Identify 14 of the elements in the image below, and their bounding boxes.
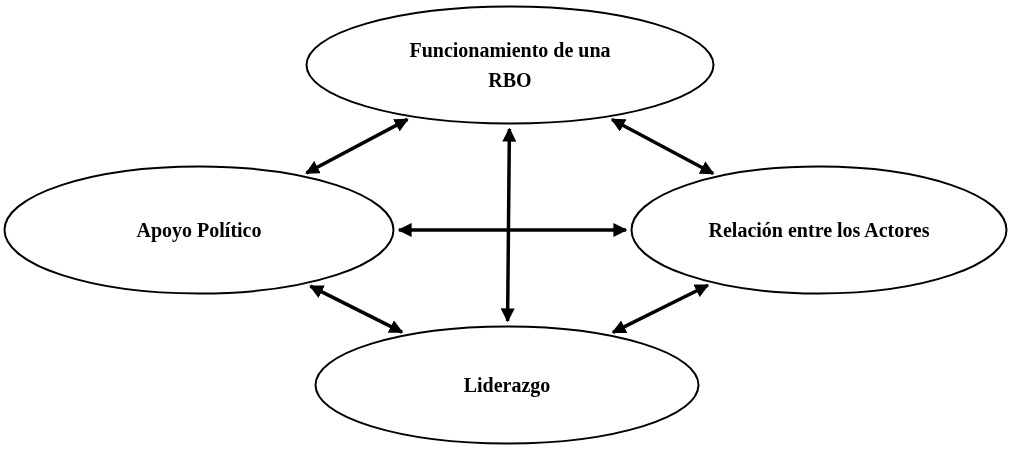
ellipse-node [630,165,1008,295]
ellipse-node [3,165,395,295]
ellipse-node [305,5,715,125]
node-label: Relación entre los Actores [708,218,930,243]
ellipse-node [314,325,700,445]
double-arrow [611,283,710,334]
node-label: Liderazgo [463,373,551,399]
double-arrow [397,223,628,237]
node-label: Funcionamiento de una RBO [408,38,612,93]
double-arrow [309,284,404,334]
double-arrow [305,117,409,175]
double-arrow [500,127,517,323]
double-arrow [610,117,715,175]
node-label: Apoyo Político [136,218,262,244]
